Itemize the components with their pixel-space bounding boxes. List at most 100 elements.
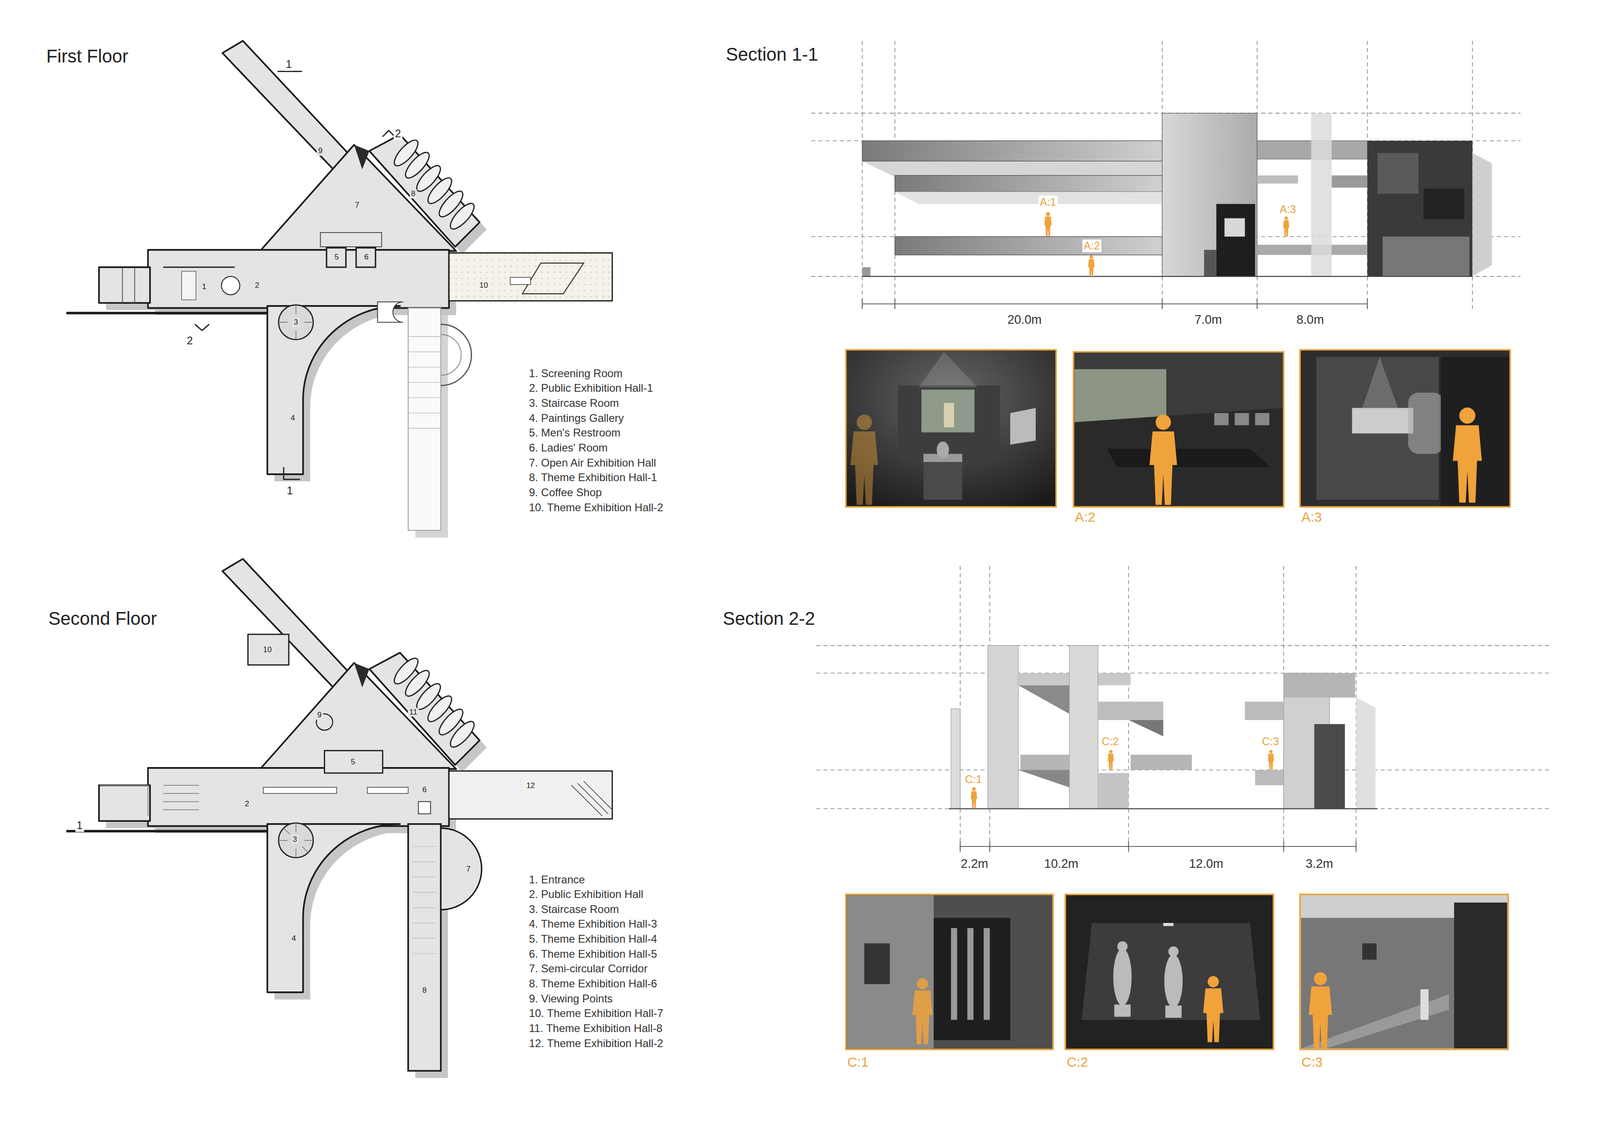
first-floor-plan [390,136,478,233]
room-key: 6. Ladies' Room [527,441,610,455]
second-floor-plan [413,846,436,954]
first-floor-plan [408,336,442,429]
first-floor-plan [194,324,209,331]
room-key: 9. Coffee Shop [527,486,604,499]
room-number: 7 [464,864,472,874]
first-floor-plan [320,232,382,247]
person-figure [1044,212,1290,277]
room-key: 7. Open Air Exhibition Hall [527,456,658,470]
render-view [1065,894,1274,1050]
room-key: 2. Public Exhibition Hall-1 [527,382,655,395]
render-view [1454,902,1507,1049]
room-number: 4 [290,934,298,944]
render-view [950,928,957,1020]
room-number: 9 [316,711,323,721]
second-floor-plan [448,771,613,820]
section-2-2 [1130,754,1192,771]
first-floor-plan [163,266,235,269]
section-2-2 [950,708,961,809]
view-mark: C:3 [1260,735,1281,749]
room-number: 2 [253,281,261,291]
person-figure [970,749,1274,809]
section-2-2 [1069,645,1099,810]
second-floor-plan [66,830,268,833]
first-floor-plan [122,267,135,303]
room-number: 6 [362,252,370,262]
section-1-1 [1423,188,1465,220]
render-view [1113,948,1132,1006]
section-1-1 [862,275,1473,277]
section-1-1 [1472,152,1492,277]
first-floor-plan [440,334,462,375]
render-view [1010,407,1036,445]
room-key: 3. Staircase Room [527,396,621,410]
render-view [846,895,934,1049]
render-view [923,462,963,500]
first-floor-plan [221,276,240,295]
first-floor-plan [408,307,442,531]
render-view [1420,989,1429,1020]
first-floor-plan [522,263,584,294]
second-floor-plan [367,787,408,794]
view-caption: C:2 [1065,1054,1090,1071]
dimension: 7.0m [1193,313,1224,328]
section-2-2 [1255,769,1284,786]
render-view [918,352,978,388]
section-2-2 [1097,773,1129,809]
grid-line [811,113,1521,277]
room-number: 12 [524,781,537,791]
room-key: 4. Theme Exhibition Hall-3 [527,918,659,931]
section-2-2 [949,808,1378,810]
section-2-2 [1355,697,1376,810]
room-number: 8 [409,189,417,199]
view-title: First Floor [44,45,130,67]
section-2-2 [816,566,1552,853]
render-view [1407,392,1444,454]
dimension-line [862,298,1367,309]
render-view [936,441,950,458]
second-floor-plan [324,750,383,774]
dimension: 2.2m [959,857,990,872]
section-2-2 [1018,685,1070,715]
render-view [1106,448,1271,468]
second-floor-plan [99,785,148,816]
section-2-2 [987,645,1019,810]
section-1-1 [1216,203,1256,277]
render-view [1299,894,1508,1050]
section-mark: 2 [393,127,403,141]
second-floor-plan [413,846,436,954]
render-view [1203,976,1224,1043]
section-1-1 [894,191,1163,204]
room-number: 10 [261,645,274,655]
person-figure [1283,216,1289,237]
room-key: 10. Theme Exhibition Hall-2 [527,501,665,515]
dimension: 20.0m [1006,313,1044,328]
render-view [933,918,1011,1041]
section-1-1 [1162,113,1258,277]
view-caption: A:3 [1299,509,1324,526]
room-key: 1. Entrance [527,873,587,887]
section-1-1 [862,140,1163,162]
view-mark: A:3 [1277,202,1298,216]
room-number: 7 [353,200,361,210]
grid-line [811,40,1521,312]
render-view [1300,918,1455,1049]
room-number: 4 [289,413,297,423]
render-view [1164,954,1183,1008]
view-mark: C:1 [963,773,984,786]
room-number: 5 [333,252,341,262]
first-floor-plan [181,271,196,301]
grid-line [862,40,1473,312]
second-floor-plan [390,654,478,751]
section-1-1 [1377,152,1419,194]
person-figure [970,787,977,809]
room-number: 8 [420,986,428,996]
room-key: 5. Theme Exhibition Hall-4 [527,932,659,946]
room-key: 7. Semi-circular Corridor [527,962,650,976]
section-mark: 2 [185,334,194,348]
render-view [846,894,1054,1050]
section-1-1 [1204,249,1217,277]
dimension-line [862,298,1367,309]
